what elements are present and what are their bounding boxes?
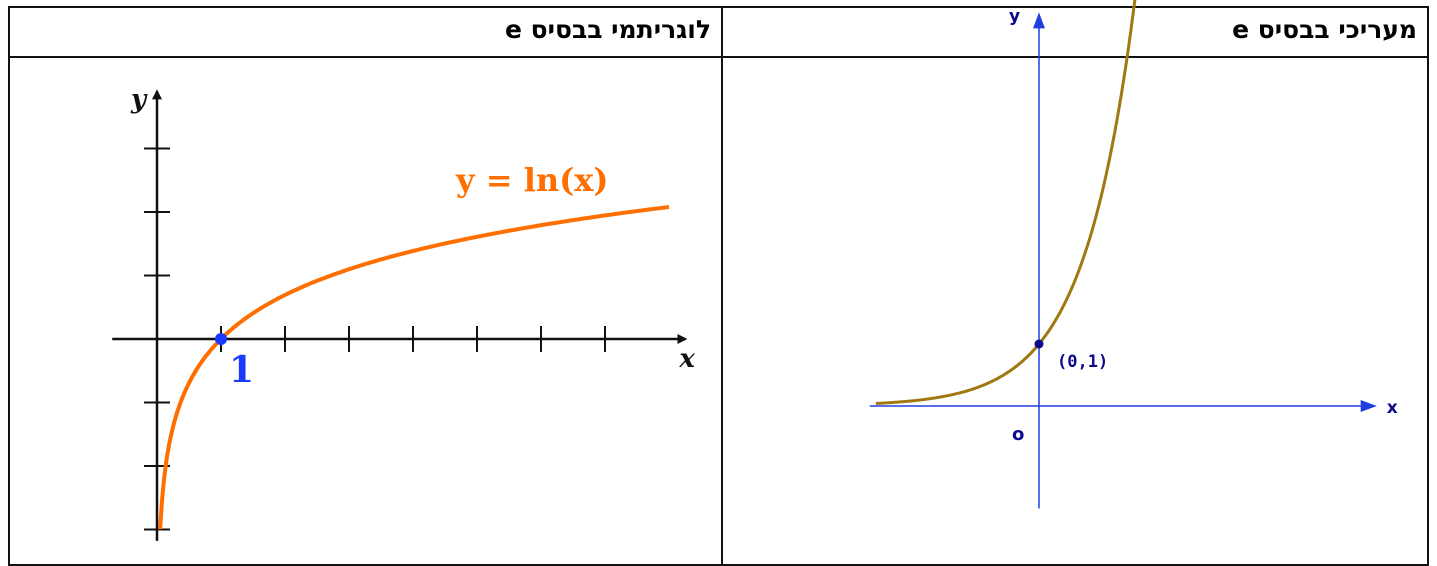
exp-point-label: (0,1) — [1057, 352, 1108, 372]
logarithmic-header: לוגריתמי בבסיס e — [10, 8, 721, 58]
exponential-cell: מעריכי בבסיס e — [721, 8, 1427, 564]
ln-x-axis-label: x — [678, 344, 695, 374]
ln-chart: x y y = ln(x) 1 — [112, 84, 695, 541]
ln-curve — [158, 205, 670, 530]
ln-curve-label: y = ln(x) — [455, 161, 608, 199]
exponential-header-title: מעריכי בבסיס e — [1232, 15, 1417, 44]
ln-point-label: 1 — [229, 349, 254, 391]
exp-x-axis-label: x — [1387, 398, 1398, 418]
exp-y-axis-label: y — [1009, 6, 1020, 26]
exponential-header: מעריכי בבסיס e — [721, 8, 1427, 58]
logarithmic-header-title: לוגריתמי בבסיס e — [504, 15, 711, 44]
exp-curve — [875, 0, 1137, 405]
ln-point-1 — [215, 333, 227, 345]
exp-origin-label: o — [1012, 424, 1024, 445]
logarithmic-cell: לוגריתמי בבסיס e — [10, 8, 723, 564]
exp-chart: xyeˣ(0,1)o — [869, 0, 1398, 509]
exp-point-0-1 — [1034, 339, 1044, 349]
ln-y-axis-label: y — [130, 84, 148, 114]
